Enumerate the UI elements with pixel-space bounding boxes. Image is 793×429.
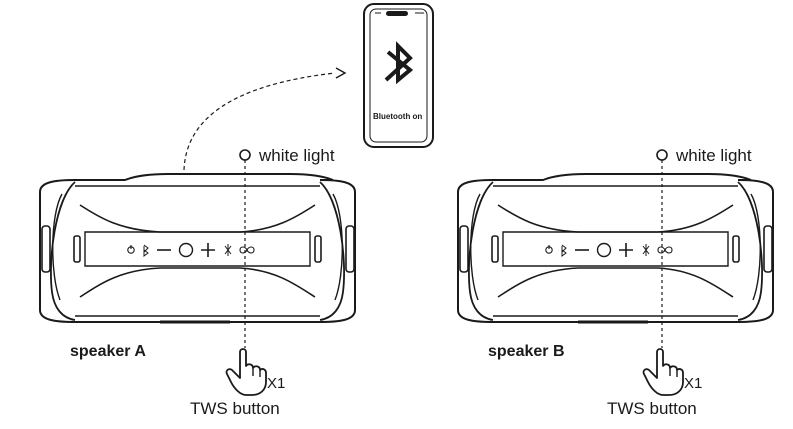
tws-button-label-a: TWS button <box>190 399 280 418</box>
press-count-a: X1 <box>267 375 286 392</box>
phone-status-text: Bluetooth on <box>373 112 423 121</box>
press-count-b: X1 <box>684 375 703 392</box>
speaker-b-label: speaker B <box>488 343 565 360</box>
light-label-b: white light <box>676 146 752 165</box>
speaker-b-illustration <box>456 172 775 324</box>
led-indicator-icon <box>239 149 251 348</box>
led-indicator-icon <box>656 149 668 348</box>
hand-press-icon <box>225 348 267 396</box>
pairing-arrow <box>183 67 347 171</box>
speaker-a-illustration <box>38 172 357 324</box>
tws-button-label-b: TWS button <box>607 399 697 418</box>
hand-press-icon <box>642 348 684 396</box>
bluetooth-icon <box>384 41 414 85</box>
light-label-a: white light <box>259 146 335 165</box>
speaker-a-label: speaker A <box>70 343 146 360</box>
